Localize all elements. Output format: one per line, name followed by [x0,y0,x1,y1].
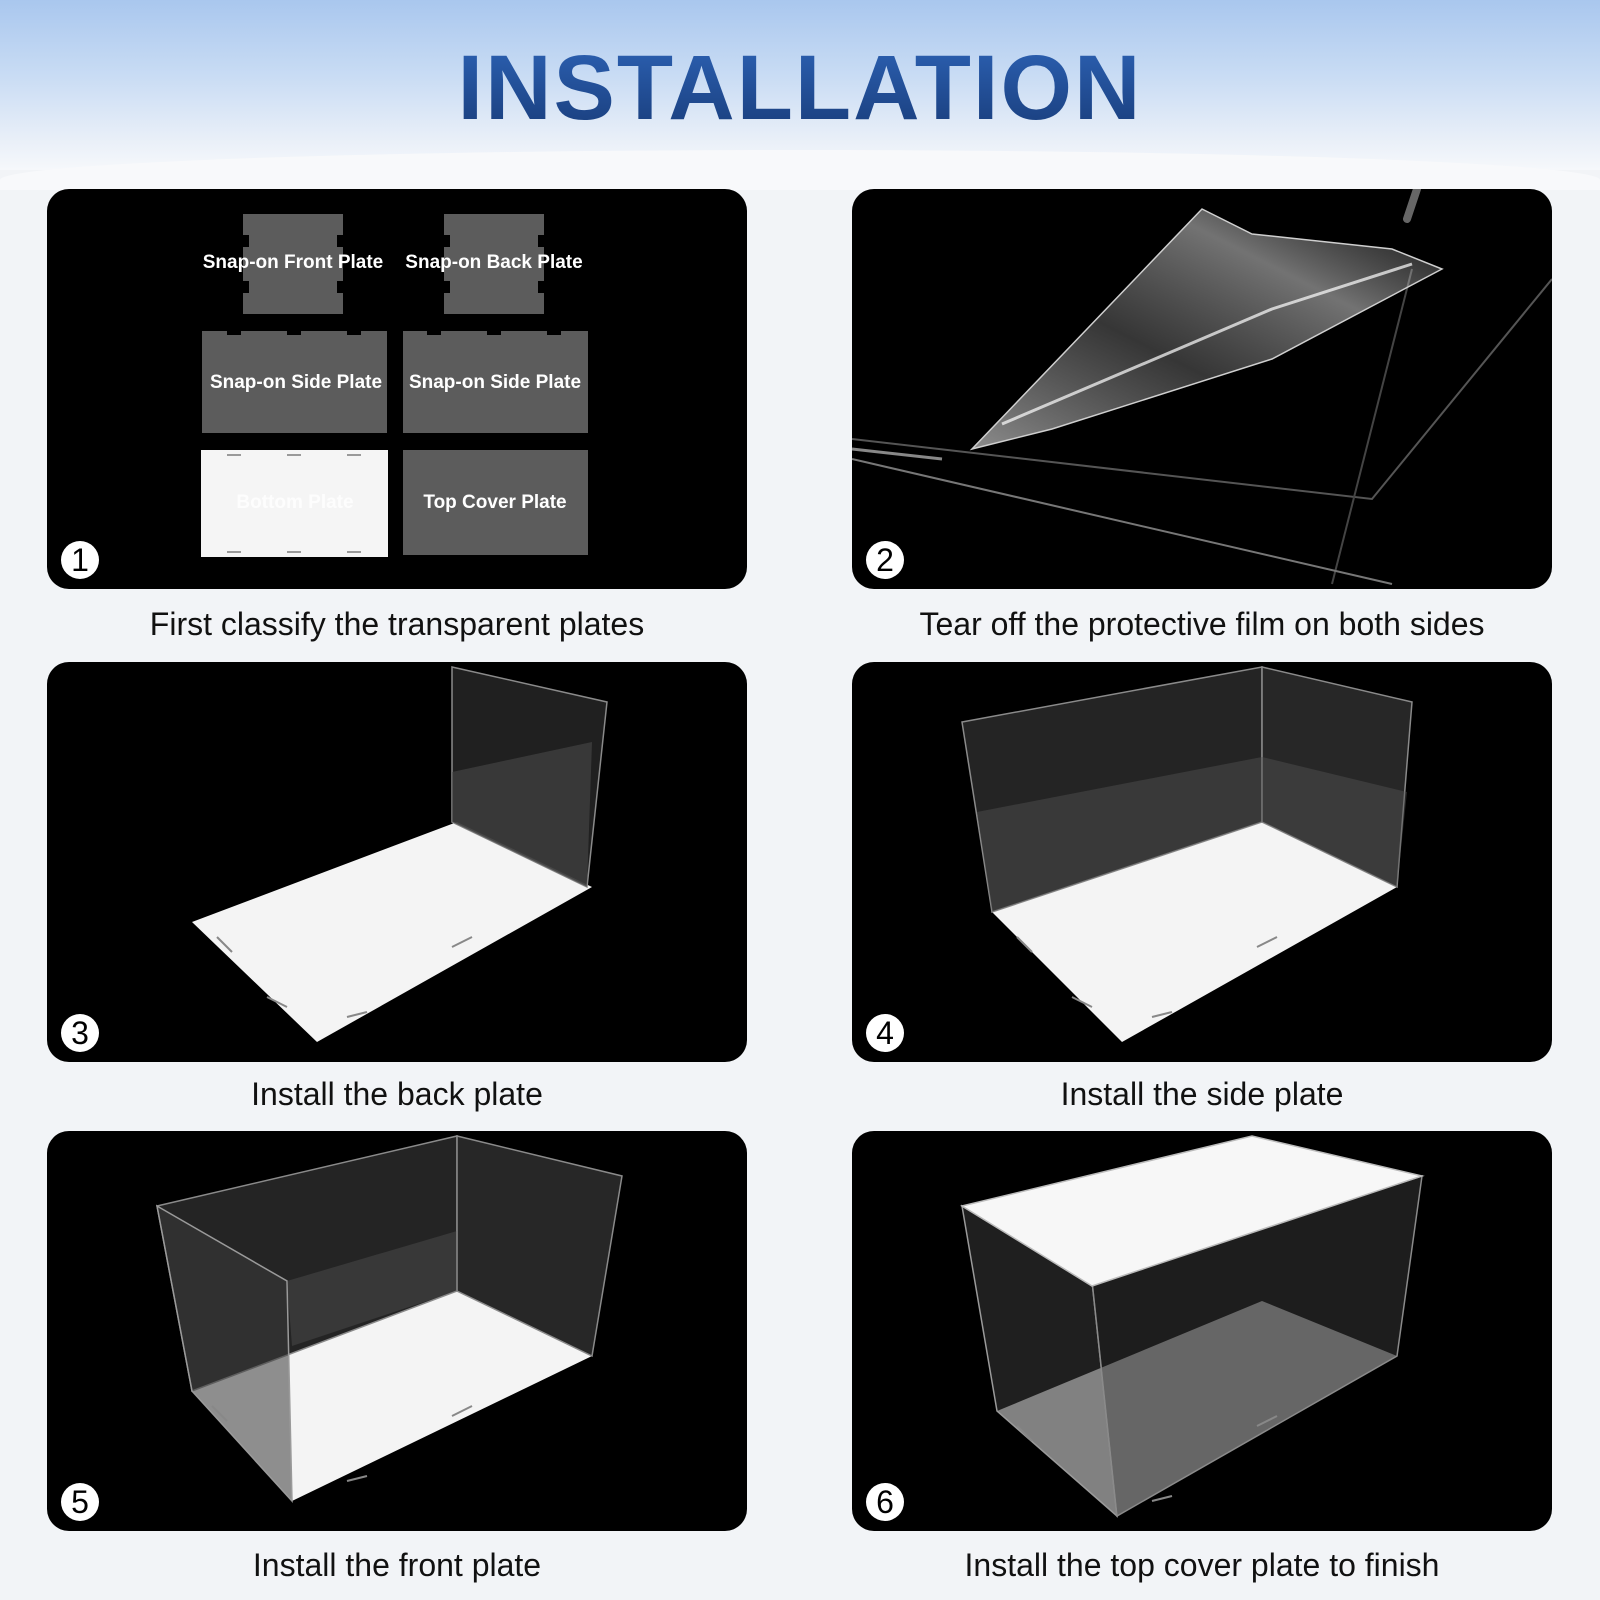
front-plate-label: Snap-on Front Plate [203,252,384,273]
side-plate-left-label: Snap-on Side Plate [210,372,382,393]
step-4-panel: 4 [852,662,1552,1062]
step-4-caption: Install the side plate [1060,1076,1344,1112]
page-title: INSTALLATION [0,36,1600,141]
step-5-caption: Install the front plate [252,1547,542,1583]
plates-layout-illustration: Snap-on Front Plate Snap-on Back Plate S… [201,214,588,557]
front-plate-3d [155,1204,293,1503]
back-plate-3d [1261,666,1413,889]
top-plate-shape [403,450,588,555]
step-number-badge: 5 [61,1483,99,1521]
side-plate-right-shape [403,331,588,433]
step-3-caption: Install the back plate [251,1076,543,1112]
step-number-badge: 2 [866,541,904,579]
peeling-film-illustration [852,189,1552,585]
front-plate-install-illustration [155,1135,623,1503]
bottom-plate-3d [992,822,1397,1042]
step-6-caption: Install the top cover plate to finish [964,1547,1440,1583]
step-5-panel: 5 [47,1131,747,1531]
side-plate-left-shape [202,331,387,433]
side-plate-install-illustration [961,666,1413,1042]
step-1-panel: Snap-on Front Plate Snap-on Back Plate S… [47,189,747,589]
top-cover-plate-3d [960,1135,1425,1287]
bottom-plate-shape [201,450,388,557]
step-1-caption: First classify the transparent plates [149,606,645,642]
top-plate-label: Top Cover Plate [423,492,566,513]
bottom-plate-3d [192,822,592,1042]
step-number-badge: 1 [61,541,99,579]
bottom-plate-label: Bottom Plate [236,492,353,513]
step-2-caption: Tear off the protective film on both sid… [919,606,1485,642]
side-plate-right-label: Snap-on Side Plate [409,372,581,393]
back-plate-shape [444,214,544,314]
top-cover-install-illustration [960,1135,1425,1518]
bottom-plate-3d [192,1291,592,1501]
header-banner [0,0,1600,170]
header-swoosh [0,150,1600,190]
back-plate-install-illustration [192,666,608,1042]
step-number-badge: 4 [866,1014,904,1052]
step-number-badge: 6 [866,1483,904,1521]
front-plate-shape [243,214,343,314]
step-3-panel: 3 [47,662,747,1062]
step-2-panel: 2 [852,189,1552,589]
step-6-panel: 6 [852,1131,1552,1531]
back-plate-label: Snap-on Back Plate [405,252,582,273]
step-number-badge: 3 [61,1014,99,1052]
